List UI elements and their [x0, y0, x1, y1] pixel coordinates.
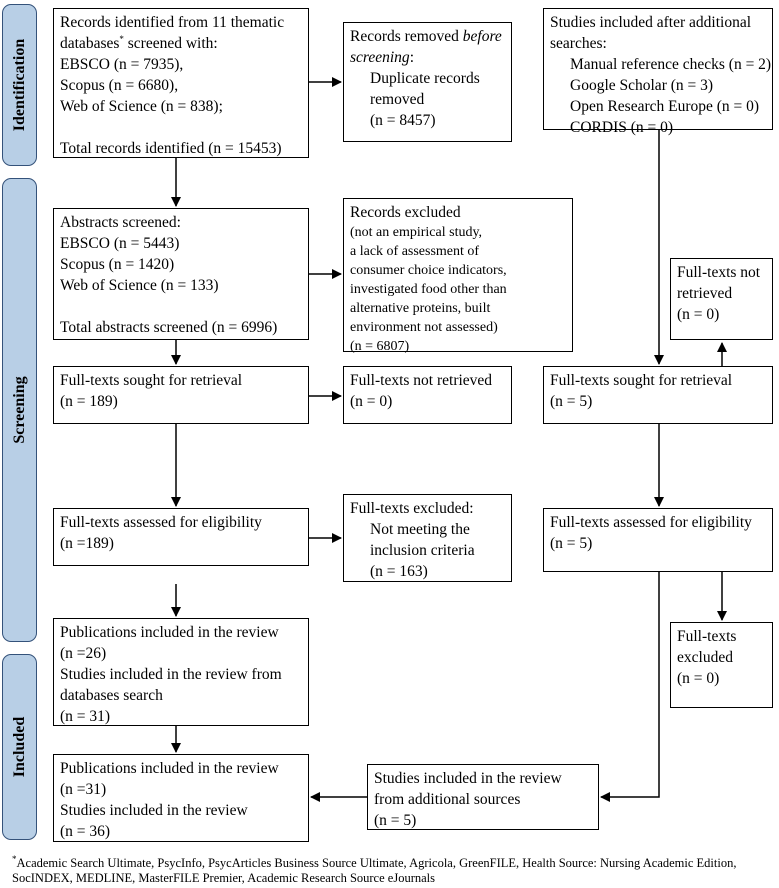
text-line: Records identified from 11 thematic — [60, 14, 285, 31]
text-line: (n = 0) — [677, 306, 720, 323]
text-line: Total abstracts screened (n = 6996) — [60, 319, 278, 336]
additional-included-box: Studies included in the review from addi… — [367, 764, 599, 830]
text-line: (n = 189) — [60, 393, 118, 410]
text-line: excluded — [677, 649, 733, 666]
footnote: *Academic Search Ultimate, PsycInfo, Psy… — [12, 853, 772, 886]
left-assessed-box: Full-texts assessed for eligibility (n =… — [53, 508, 309, 566]
text-line: Studies included after additional — [550, 14, 752, 31]
text-line: environment not assessed) — [350, 320, 498, 335]
left-not-retrieved-box: Full-texts not retrieved (n = 0) — [343, 366, 512, 424]
text-line: Full-texts — [677, 628, 737, 645]
text-line: Scopus (n = 1420) — [60, 256, 175, 273]
text-line: Web of Science (n = 838); — [60, 98, 223, 115]
text-line: Manual reference checks (n = 2) — [570, 56, 772, 73]
text-line: (n = 5) — [550, 535, 593, 552]
arrow-right-assessed-to-additional — [600, 572, 660, 802]
right-assessed-box: Full-texts assessed for eligibility (n =… — [543, 508, 773, 572]
text-line: Studies included in the review — [60, 802, 248, 819]
text-line: Total records identified (n = 15453) — [60, 140, 282, 157]
text-line: consumer choice indicators, — [350, 263, 507, 278]
text-line: (not an empirical study, — [350, 225, 483, 240]
left-excluded-box: Full-texts excluded: Not meeting the inc… — [343, 494, 512, 582]
db-included-box: Publications included in the review (n =… — [53, 618, 309, 726]
text-line: Studies included in the review from — [60, 666, 282, 683]
text-line: Abstracts screened: — [60, 214, 181, 231]
stage-included: Included — [2, 654, 37, 840]
text-line: (n =189) — [60, 535, 114, 552]
footnote-marker: * — [12, 853, 17, 864]
text-line: Full-texts not retrieved — [350, 372, 493, 389]
text-line: (n = 6807) — [350, 339, 410, 354]
records-identified-box: Records identified from 11 thematic data… — [53, 8, 309, 158]
text-line: (n = 0) — [677, 670, 720, 687]
text-line: EBSCO (n = 5443) — [60, 235, 180, 252]
text-line: screening: — [350, 47, 505, 68]
text-line: Records excluded — [350, 204, 461, 221]
text-fragment: : — [409, 49, 414, 66]
text-line: (n = 0) — [350, 393, 393, 410]
text-line: EBSCO (n = 7935), — [60, 56, 184, 73]
right-not-retrieved-box: Full-texts not retrieved (n = 0) — [670, 258, 773, 340]
text-line: Duplicate records — [370, 70, 480, 87]
text-line: investigated food other than — [350, 282, 507, 297]
footnote-marker: * — [119, 33, 124, 44]
text-line: Full-texts sought for retrieval — [60, 372, 243, 389]
text-line: Not meeting the — [370, 521, 470, 538]
text-line: Publications included in the review — [60, 624, 279, 641]
text-fragment: screened with: — [123, 35, 218, 52]
text-line: CORDIS (n = 0) — [570, 119, 674, 136]
text-fragment: before — [462, 28, 502, 45]
abstracts-screened-box: Abstracts screened: EBSCO (n = 5443) Sco… — [53, 208, 309, 340]
text-fragment: screening — [350, 49, 410, 66]
records-excluded-box: Records excluded (not an empirical study… — [343, 198, 573, 354]
text-line: inclusion criteria — [370, 542, 475, 559]
text-line: (n = 31) — [60, 708, 111, 725]
text-line: retrieved — [677, 285, 733, 302]
text-line: Web of Science (n = 133) — [60, 277, 219, 294]
text-line: (n = 5) — [550, 393, 593, 410]
right-sought-box: Full-texts sought for retrieval (n = 5) — [543, 366, 773, 424]
right-excluded-box: Full-texts excluded (n = 0) — [670, 622, 773, 708]
stage-identification: Identification — [2, 4, 37, 166]
text-line: from additional sources — [374, 791, 521, 808]
left-sought-box: Full-texts sought for retrieval (n = 189… — [53, 366, 309, 424]
additional-searches-box: Studies included after additional search… — [543, 8, 773, 136]
total-included-box: Publications included in the review (n =… — [53, 754, 309, 842]
text-line: Publications included in the review — [60, 760, 279, 777]
text-line: Full-texts not — [677, 264, 761, 281]
text-line: removed — [370, 91, 425, 108]
text-line: Full-texts sought for retrieval — [550, 372, 733, 389]
text-line: Scopus (n = 6680), — [60, 77, 179, 94]
footnote-text: Academic Search Ultimate, PsycInfo, Psyc… — [12, 856, 737, 885]
text-line: (n = 163) — [370, 563, 428, 580]
text-line: a lack of assessment of — [350, 244, 480, 259]
text-line: (n =31) — [60, 781, 107, 798]
text-line: Studies included in the review — [374, 770, 562, 787]
text-line: Full-texts assessed for eligibility — [60, 514, 262, 531]
text-fragment: Records removed — [350, 28, 463, 45]
text-line: databases search — [60, 687, 163, 704]
text-line: (n = 36) — [60, 823, 111, 840]
text-line: Full-texts assessed for eligibility — [550, 514, 752, 531]
text-line: databases* screened with: — [60, 33, 302, 54]
text-line: (n = 8457) — [370, 112, 436, 129]
text-line: Google Scholar (n = 3) — [570, 77, 714, 94]
text-line: Records removed before — [350, 26, 505, 47]
text-line: alternative proteins, built — [350, 301, 491, 316]
text-line: Full-texts excluded: — [350, 500, 474, 517]
text-fragment: databases — [60, 35, 120, 52]
records-removed-box: Records removed before screening: Duplic… — [343, 22, 512, 142]
text-line: searches: — [550, 35, 607, 52]
text-line: (n =26) — [60, 645, 107, 662]
text-line: (n = 5) — [374, 812, 417, 829]
text-line: Open Research Europe (n = 0) — [570, 98, 760, 115]
stage-screening: Screening — [2, 178, 37, 642]
